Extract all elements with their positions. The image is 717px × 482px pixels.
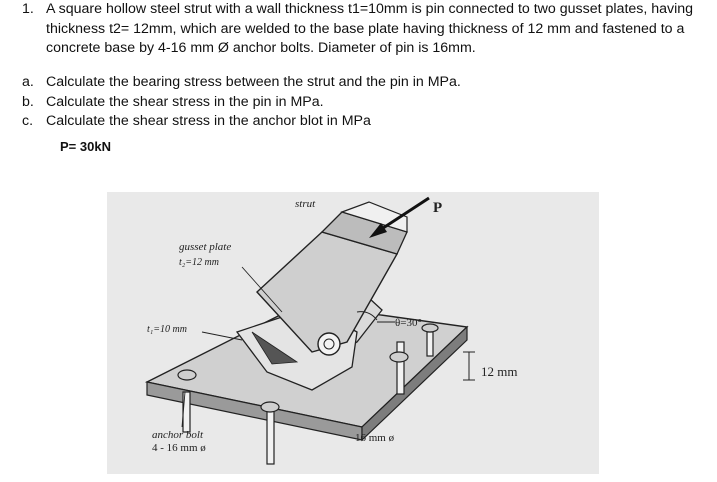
weld-hatch — [251, 331, 299, 365]
leader-lines — [181, 266, 395, 428]
thickness-dimension — [463, 351, 475, 381]
bolt-head — [389, 351, 409, 363]
label-gusset-plate: gusset plate — [179, 241, 231, 253]
part-b: b. Calculate the shear stress in the pin… — [22, 93, 461, 113]
label-theta: θ=30° — [395, 317, 422, 329]
label-load-p: P — [433, 200, 442, 216]
question-number: 1. — [22, 1, 34, 17]
label-t2: t₂=12 mm — [179, 257, 219, 268]
base-plate-side — [361, 325, 468, 442]
question-parts: a. Calculate the bearing stress between … — [22, 73, 461, 132]
theta-arc — [356, 311, 378, 321]
part-letter: c. — [22, 113, 34, 129]
question-1: 1. A square hollow steel strut with a wa… — [22, 0, 712, 59]
label-base-thickness: 12 mm — [481, 364, 517, 379]
label-anchor-spec: 4 - 16 mm ø — [152, 442, 206, 454]
part-a: a. Calculate the bearing stress between … — [22, 73, 461, 93]
question-text: A square hollow steel strut with a wall … — [46, 1, 694, 56]
anchor-bolt-shank — [426, 331, 434, 357]
label-t1: t₁=10 mm — [147, 324, 187, 335]
pin-inner — [323, 338, 335, 350]
bolt-head — [177, 369, 197, 381]
label-strut: strut — [295, 198, 316, 210]
label-bolt-dia: 16 mm ø — [355, 432, 395, 444]
part-text: Calculate the bearing stress between the… — [46, 74, 461, 90]
load-arrow — [369, 196, 430, 238]
pin — [317, 332, 341, 356]
bolt-head — [421, 323, 439, 333]
bolt-heads — [177, 323, 439, 413]
part-text: Calculate the shear stress in the anchor… — [46, 113, 371, 129]
anchor-bolt-shank — [396, 341, 405, 395]
part-letter: a. — [22, 74, 34, 90]
bolt-head — [260, 401, 280, 413]
strut-body — [256, 231, 399, 353]
part-text: Calculate the shear stress in the pin in… — [46, 93, 324, 110]
strut-figure: strut P gusset plate t₂=12 mm t₁=10 mm θ… — [107, 192, 599, 474]
load-value: P= 30kN — [60, 139, 111, 154]
part-letter: b. — [22, 93, 34, 110]
anchor-bolt-shank — [266, 407, 275, 465]
part-c: c. Calculate the shear stress in the anc… — [22, 112, 461, 132]
strut-diagram: strut P gusset plate t₂=12 mm t₁=10 mm θ… — [144, 196, 517, 465]
label-anchor-bolt: anchor bolt — [152, 429, 204, 441]
